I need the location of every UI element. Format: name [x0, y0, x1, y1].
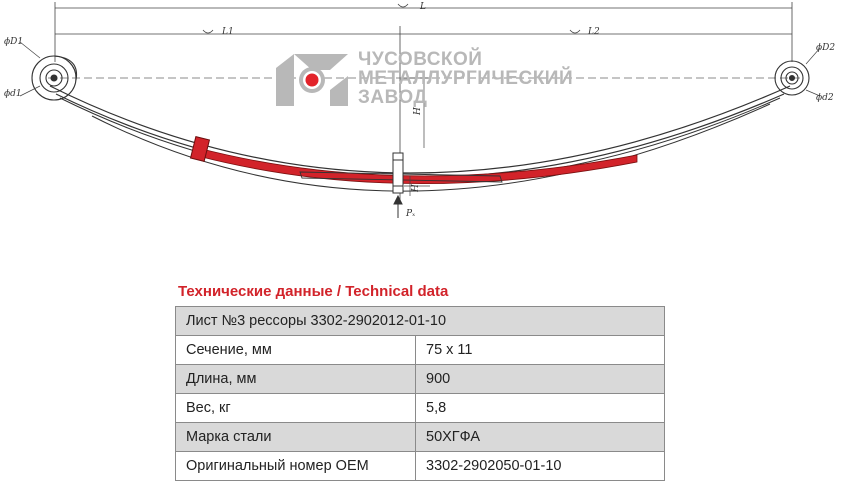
load-label: Pₓ: [405, 209, 416, 219]
row-value: 75 x 11: [415, 335, 665, 365]
table-row: Сечение, мм 75 x 11: [175, 335, 665, 365]
left-eye: [31, 55, 78, 101]
right-eye-inner-label: ϕd2: [816, 93, 834, 103]
logo-mark-icon: [276, 54, 348, 106]
logo-line-1: ЧУСОВСКОЙ: [358, 49, 483, 70]
row-label: Длина, мм: [175, 364, 416, 394]
table-header-row: Лист №3 рессоры 3302-2902012-01-10: [175, 306, 665, 336]
table-row: Оригинальный номер OEM 3302-2902050-01-1…: [175, 451, 665, 481]
row-label: Марка стали: [175, 422, 416, 452]
highlighted-leaf: [197, 147, 638, 184]
load-arrow: [393, 194, 403, 218]
row-value: 50ХГФА: [415, 422, 665, 452]
technical-data-table: Лист №3 рессоры 3302-2902012-01-10 Сечен…: [175, 306, 665, 481]
main-leaf: [49, 85, 791, 174]
right-eye-outer-label: ϕD2: [816, 43, 835, 53]
dimension-overall-length: [54, 2, 793, 62]
logo-text: ЧУСОВСКОЙ МЕТАЛЛУРГИЧЕСКИЙ ЗАВОД: [358, 50, 573, 107]
row-label: Сечение, мм: [175, 335, 416, 365]
logo-line-3: ЗАВОД: [358, 87, 428, 108]
bottom-leaf: [299, 171, 503, 183]
right-eye: [774, 60, 810, 96]
dimension-L2-label: L2: [587, 27, 600, 37]
table-header-cell: Лист №3 рессоры 3302-2902012-01-10: [175, 306, 665, 336]
table-row: Марка стали 50ХГФА: [175, 422, 665, 452]
technical-data-title: Технические данные / Technical data: [178, 283, 449, 300]
center-bolt: [392, 152, 404, 194]
row-value: 3302-2902050-01-10: [415, 451, 665, 481]
logo-line-2: МЕТАЛЛУРГИЧЕСКИЙ: [358, 68, 574, 89]
row-label: Вес, кг: [175, 393, 416, 423]
left-eye-outer-label: ϕD1: [4, 37, 23, 47]
spring-drawing: L L1 L2 H H Pₓ: [4, 2, 835, 219]
dimension-L-label: L: [419, 2, 426, 12]
row-value: 5,8: [415, 393, 665, 423]
row-label: Оригинальный номер OEM: [175, 451, 416, 481]
height-label: H: [413, 107, 423, 116]
table-row: Вес, кг 5,8: [175, 393, 665, 423]
deflection-label: H: [411, 184, 421, 193]
rebound-clamp: [189, 136, 211, 162]
dimension-height: [404, 77, 430, 196]
row-value: 900: [415, 364, 665, 394]
table-row: Длина, мм 900: [175, 364, 665, 394]
dimension-L1-label: L1: [221, 27, 234, 37]
left-eye-inner-label: ϕd1: [4, 89, 22, 99]
company-logo: ЧУСОВСКОЙ МЕТАЛЛУРГИЧЕСКИЙ ЗАВОД: [276, 50, 576, 112]
